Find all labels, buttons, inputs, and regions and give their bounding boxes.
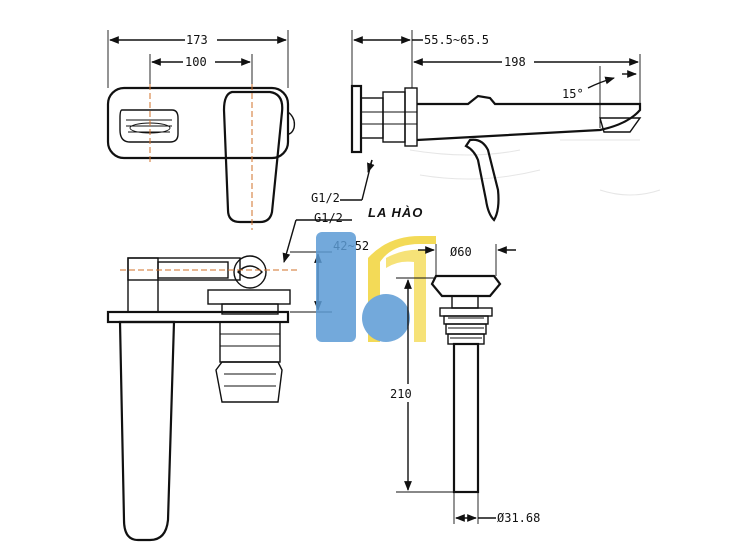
dim-waste-pipe-dia: Ø31.68	[497, 511, 540, 525]
spout-outlet	[119, 109, 179, 143]
top-spout	[118, 320, 176, 542]
side-view	[350, 30, 642, 222]
dim-width-inner: 100	[185, 55, 207, 69]
dim-waste-height: 210	[390, 387, 412, 401]
dim-projection-range: 55.5~65.5	[424, 33, 489, 47]
wall-plate	[350, 84, 363, 154]
handle	[222, 90, 284, 224]
la-hao-logo	[316, 232, 436, 342]
label-thread-top: G1/2	[311, 191, 340, 205]
logo-blue-dot	[362, 294, 410, 342]
dim-width-total: 173	[186, 33, 208, 47]
top-view	[106, 251, 332, 542]
waste-pipe	[452, 342, 480, 494]
dim-spout-length: 198	[504, 55, 526, 69]
spout	[416, 94, 642, 142]
logo-blue-bar	[316, 232, 356, 342]
dim-waste-head-dia: Ø60	[450, 245, 472, 259]
label-thread-side: G1/2	[314, 211, 343, 225]
logo-text: LA HÀO	[368, 205, 423, 220]
top-plate	[106, 310, 290, 324]
cover-plate	[106, 86, 290, 160]
pop-up-waste	[396, 244, 516, 524]
waste-cap	[430, 274, 502, 298]
valve-flange	[207, 289, 291, 305]
background-ghost	[409, 139, 661, 196]
dim-angle: 15°	[562, 87, 584, 101]
lever	[464, 138, 500, 222]
thread-leaders	[282, 159, 375, 263]
